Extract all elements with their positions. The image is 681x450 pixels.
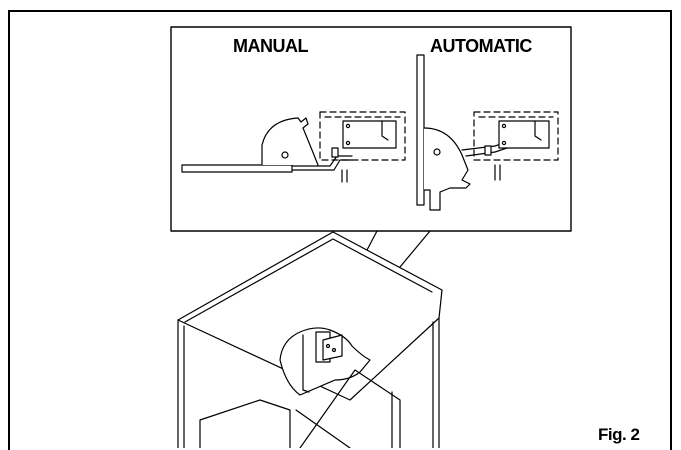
manual-label: MANUAL [233,36,309,56]
cabinet-housing [177,231,443,448]
automatic-label: AUTOMATIC [430,36,532,56]
manual-detail [181,111,406,183]
figure-frame [8,10,672,450]
figure-caption: Fig. 2 [598,425,640,444]
automatic-detail [416,54,559,211]
